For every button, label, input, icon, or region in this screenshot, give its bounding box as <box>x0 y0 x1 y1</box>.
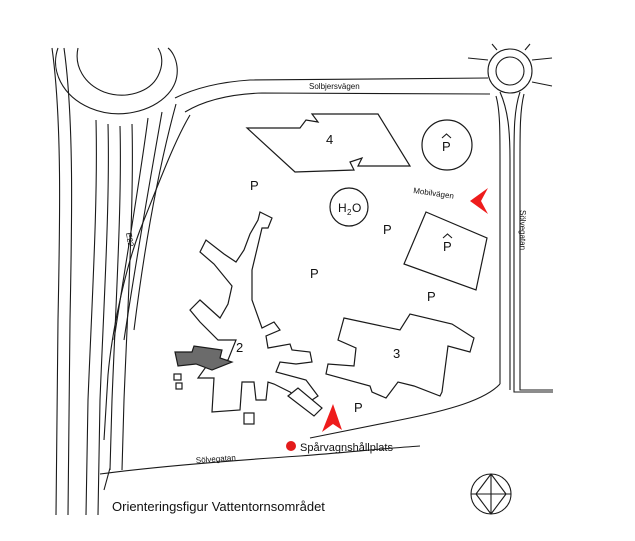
label-building-3: 3 <box>393 346 400 361</box>
label-building-4: 4 <box>326 132 333 147</box>
entrance-arrow-icon-south <box>322 404 342 432</box>
building-2-wing <box>287 387 323 417</box>
label-h2o: H 2 O <box>338 201 361 217</box>
parking-garage-round-label: P <box>441 133 452 154</box>
road-e22 <box>51 47 177 516</box>
parking-label: P <box>354 400 363 415</box>
parking-label: P <box>310 266 319 281</box>
parking-garage-square-label: P <box>442 233 453 254</box>
svg-text:H: H <box>338 201 347 215</box>
label-solvegatan-right: Sölvegatan <box>518 210 527 250</box>
building-2-annex <box>243 412 255 425</box>
parking-garage-square <box>403 211 488 291</box>
parking-garage-round <box>421 119 473 171</box>
tram-stop-icon <box>286 441 296 451</box>
map-caption: Orienteringsfigur Vattentornsområdet <box>112 499 325 514</box>
parking-label: P <box>427 289 436 304</box>
site-boundary <box>103 114 501 441</box>
building-2 <box>189 211 319 413</box>
roundabout-right <box>467 43 553 94</box>
label-tram-stop: Spårvagnshållplats <box>300 442 393 454</box>
label-mobilvagen: Mobilvägen <box>413 186 455 201</box>
building-2-dark-section <box>174 345 234 371</box>
compass-rose-icon <box>470 473 512 515</box>
svg-text:P: P <box>443 239 452 254</box>
road-solvegatan-right <box>495 91 553 393</box>
svg-text:O: O <box>352 201 361 215</box>
building-2-shed-a <box>173 373 182 381</box>
building-4 <box>245 113 412 173</box>
water-tower <box>329 187 369 227</box>
label-solvegatan-bottom: Sölvegatan <box>196 453 237 465</box>
road-solbjersvagen <box>174 77 491 113</box>
svg-text:P: P <box>442 139 451 154</box>
parking-label: P <box>250 178 259 193</box>
building-2-shed-b <box>175 382 183 390</box>
label-building-2: 2 <box>236 340 243 355</box>
label-e22: E22 <box>124 232 135 248</box>
entrance-arrow-icon <box>470 188 488 214</box>
svg-text:2: 2 <box>347 208 352 217</box>
road-solvegatan-bottom <box>99 445 421 491</box>
parking-label: P <box>383 222 392 237</box>
label-solbjersvagen: Solbjersvägen <box>309 82 360 91</box>
building-3 <box>325 313 475 399</box>
roundabout-left <box>55 47 178 115</box>
